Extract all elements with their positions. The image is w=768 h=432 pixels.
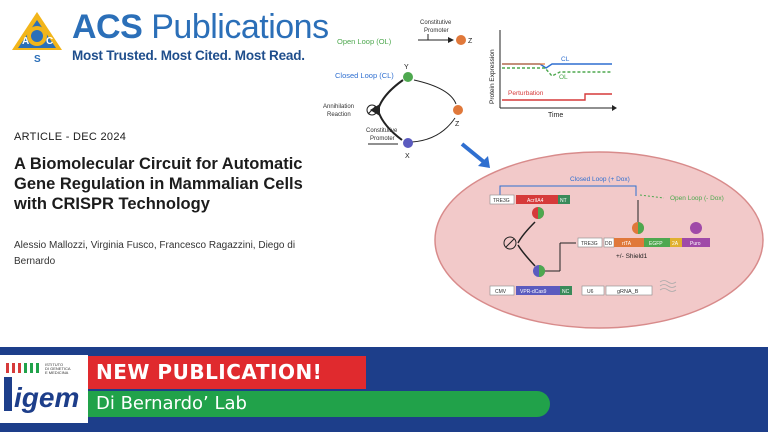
cl-curve-label: CL [561,56,570,63]
degraded-icon [503,236,517,250]
constitutive-promoter-bottom-2: Promoter [370,136,395,142]
article-title-line: Gene Regulation in Mammalian Cells [14,175,303,193]
closed-loop-label: Closed Loop (CL) [335,71,394,80]
cmv-label: CMV [495,289,507,295]
constitutive-promoter-top: Constitutive [420,20,452,26]
egfp-label: EGFP [649,241,663,247]
u6-label: U6 [587,289,594,295]
annihilation-label: Annihilation [323,104,354,110]
z-label-top: Z [468,38,473,45]
new-publication-banner [88,356,366,389]
protein-expression-label: Protein Expression [489,49,496,104]
nc-label: NC [562,289,570,295]
constitutive-promoter-bottom: Constitutive [366,128,398,134]
article-authors: Alessio Mallozzi, Virginia Fusco, France… [14,240,296,267]
acriia4-label: AcrIIA4 [527,198,544,204]
circuit-figure: Open Loop (OL) Closed Loop (CL) Constitu… [323,20,764,329]
reaction-label: Reaction [327,112,351,118]
tre2-label: TRE3G [581,241,598,247]
open-loop-dox-label: Open Loop (- Dox) [670,195,724,202]
article-meta: ARTICLE - DEC 2024 [14,131,127,143]
time-label: Time [548,112,563,119]
article-title[interactable]: A Biomolecular Circuit for Automatic Gen… [14,154,344,214]
acs-shield-icon: A C S [12,12,62,65]
svg-text:E MEDICINA: E MEDICINA [45,370,69,375]
z-node-mid-icon [453,105,463,115]
p2a-label: 2A [672,241,679,247]
y-label: Y [404,64,409,71]
perturbation-label: Perturbation [508,90,544,97]
badge-letter-s: S [34,54,41,65]
igem-logo-icon: ISTITUTO DI GENETICA E MEDICINA igem [4,362,79,413]
puro-protein-icon [690,222,702,234]
annihilation-icon [366,104,378,116]
z-node-icon [456,35,466,45]
grna-label: gRNA_B [617,289,639,295]
igem-logo[interactable]: ISTITUTO DI GENETICA E MEDICINA igem [0,355,88,423]
transition-arrow-icon [460,142,486,164]
lab-name: Di Bernardo’ Lab [96,393,247,414]
dd-label: DD [605,241,613,247]
z-label-mid: Z [455,121,460,128]
x-label: X [405,153,410,160]
brand-tagline: Most Trusted. Most Cited. Most Read. [72,48,305,63]
rtta-label: rtTA [622,241,632,247]
constitutive-promoter-top-2: Promoter [424,28,449,34]
acs-publications-logo[interactable]: A C S ACS Publications Most Trusted. Mos… [8,8,329,68]
badge-letter-a: A [22,36,29,47]
article-title-line: with CRISPR Technology [14,195,210,213]
shield-label: +/- Shield1 [616,253,648,260]
svg-text:DI GENETICA: DI GENETICA [45,366,71,371]
vpr-dcas9-label: VPR-dCas9 [520,289,547,295]
puro-label: Puro [690,241,701,247]
tre-label: TRE3G [493,198,510,204]
y-node-icon [403,72,413,82]
closed-loop-dox-label: Closed Loop (+ Dox) [570,176,630,183]
igem-wordmark: igem [14,382,79,413]
new-publication-text: NEW PUBLICATION! [96,360,323,384]
article-title-line: A Biomolecular Circuit for Automatic [14,155,303,173]
ol-curve-label: OL [559,74,568,81]
badge-letter-c: C [46,36,53,47]
lab-banner [88,391,550,417]
x-node-icon [403,138,413,148]
svg-text:ISTITUTO: ISTITUTO [45,362,63,367]
nt-label: NT [560,198,567,204]
open-loop-label: Open Loop (OL) [337,37,392,46]
brand-title: ACS Publications [72,8,329,46]
